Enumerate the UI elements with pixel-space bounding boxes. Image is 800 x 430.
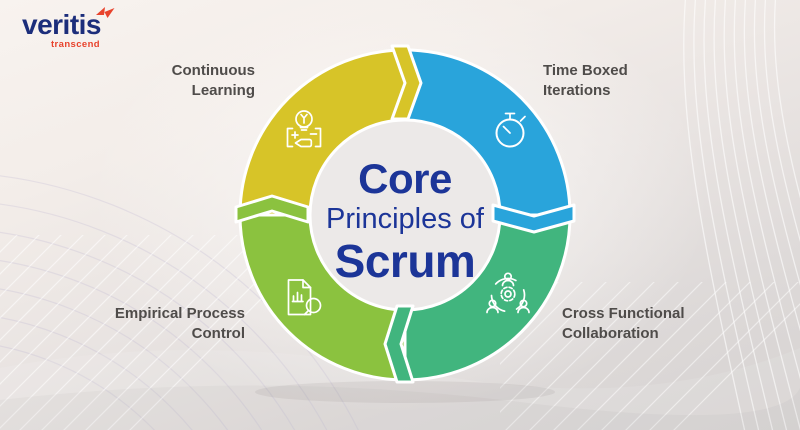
chevron-top-icon bbox=[390, 44, 423, 121]
chevron-left-icon bbox=[234, 194, 310, 224]
principle-label-continuous-learning: Continuous Learning bbox=[171, 62, 255, 99]
diagram-title: Core Principles of Scrum bbox=[255, 155, 555, 287]
stopwatch-icon bbox=[495, 112, 526, 148]
title-line-core: Core bbox=[358, 155, 452, 202]
title-line-principles-of: Principles of bbox=[326, 203, 484, 235]
team-gear-icon bbox=[486, 272, 530, 314]
chevron-right-icon bbox=[491, 203, 576, 234]
ring-shadow bbox=[255, 381, 555, 403]
curved-lines-top-right bbox=[683, 0, 800, 430]
diagonal-stripes-bottom-left bbox=[0, 235, 326, 430]
title-line-scrum: Scrum bbox=[334, 235, 476, 287]
lightbulb-learning-icon bbox=[286, 110, 322, 148]
center-circle bbox=[307, 117, 503, 313]
logo-tagline: transcend bbox=[50, 39, 100, 50]
segment-empirical-process-control bbox=[238, 213, 407, 382]
bottom-wave-shape bbox=[0, 348, 800, 430]
chevron-bottom-icon bbox=[383, 304, 415, 384]
segment-cross-functional-collaboration bbox=[403, 213, 572, 382]
principle-label-empirical-process-control: Empirical Process Control bbox=[114, 305, 245, 342]
logo-flight-icon bbox=[96, 7, 115, 18]
bottom-wave-shape-2 bbox=[0, 385, 800, 430]
principle-label-cross-functional-collaboration: Cross Functional Collaboration bbox=[562, 305, 685, 342]
veritis-logo: veritis transcend bbox=[22, 7, 115, 51]
logo-wordmark: veritis bbox=[22, 9, 102, 40]
principle-label-time-boxed-iterations: Time Boxed Iterations bbox=[543, 62, 628, 99]
document-search-icon bbox=[287, 279, 322, 316]
